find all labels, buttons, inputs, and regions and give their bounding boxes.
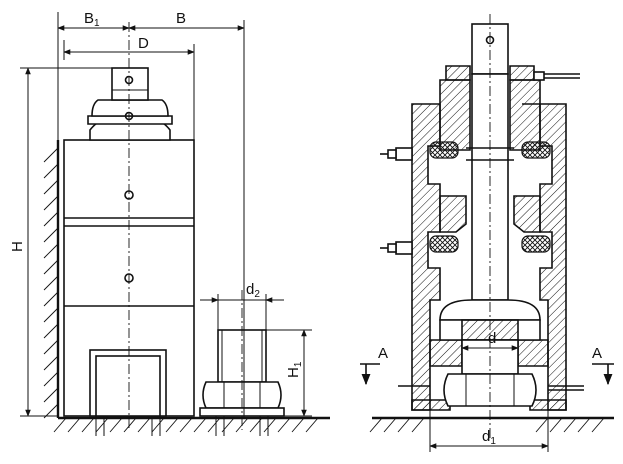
floor-hatching-right: [369, 416, 614, 433]
left-view: B1 B D H d2: [9, 10, 330, 436]
section-mark-right-label: A: [592, 345, 602, 362]
dim-h: H: [9, 67, 112, 417]
base-frame: [89, 349, 167, 436]
section-mark-left-label: A: [378, 345, 388, 362]
floor-hatching-left: [53, 416, 330, 433]
dim-d1: d1: [429, 410, 549, 452]
dim-d1-label: d1: [482, 428, 496, 447]
packing-rings: [429, 141, 551, 253]
nut-assembly: [199, 290, 285, 436]
section-mark-right: A: [592, 345, 614, 386]
dim-b1: B1: [57, 10, 130, 140]
dim-b: B: [128, 10, 245, 418]
dim-d2: d2: [200, 281, 284, 330]
dim-h1: H1: [266, 329, 312, 417]
dim-h-label: H: [9, 241, 26, 252]
right-view: A A d d1: [360, 14, 614, 452]
dim-d-outer: D: [63, 35, 195, 140]
top-cap: [87, 67, 173, 141]
section-mark-left: A: [360, 345, 388, 386]
dim-d-inner: d: [461, 330, 519, 351]
dim-d-inner-label: d: [488, 330, 496, 347]
dim-d-outer-label: D: [138, 35, 149, 52]
dim-h1-label: H1: [285, 361, 304, 378]
wall-hatching: [43, 140, 60, 419]
dim-d2-label: d2: [246, 281, 260, 300]
dim-b1-label: B1: [84, 10, 100, 29]
dim-b-label: B: [176, 10, 186, 27]
side-fittings: [380, 71, 584, 391]
